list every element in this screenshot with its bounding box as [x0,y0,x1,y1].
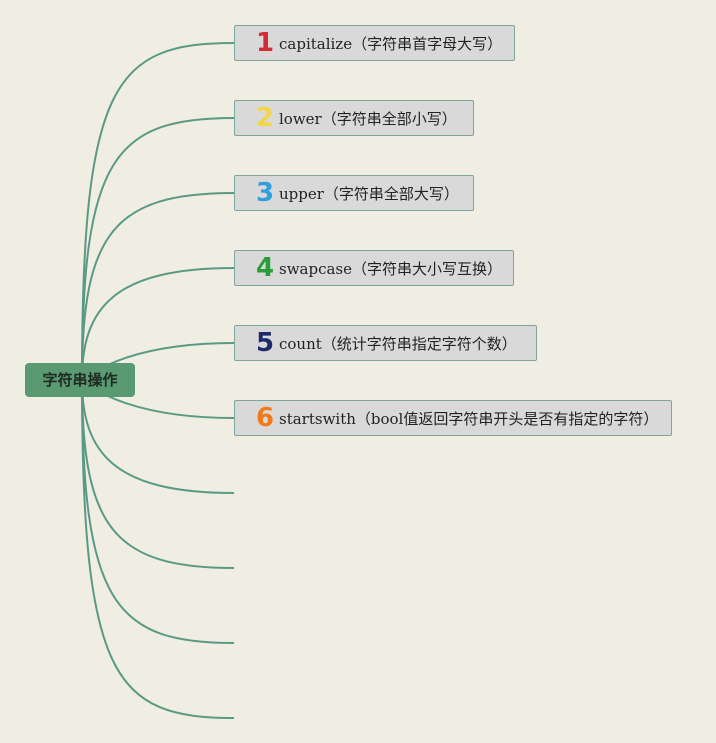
number-badge-5: 5 [255,328,275,358]
number-badge-2: 2 [255,103,275,133]
number-badge-1: 1 [255,28,275,58]
topic-node-6[interactable]: 6 startswith（bool值返回字符串开头是否有指定的字符） [234,400,672,436]
topic-label-1: capitalize（字符串首字母大写） [279,34,503,53]
topic-label-3: upper（字符串全部大写） [279,184,459,203]
number-badge-6: 6 [255,403,275,433]
topic-label-2: lower（字符串全部小写） [279,109,457,128]
connector-line-2 [81,117,235,381]
connector-line-3 [81,192,235,381]
connector-line-1 [81,42,235,381]
connector-line-7 [81,379,235,494]
topic-node-4[interactable]: 4 swapcase（字符串大小写互换） [234,250,514,286]
connector-line-10 [81,379,235,719]
topic-label-5: count（统计字符串指定字符个数） [279,334,517,353]
topic-node-2[interactable]: 2 lower（字符串全部小写） [234,100,474,136]
root-node[interactable]: 字符串操作 [25,363,135,397]
topic-label-6: startswith（bool值返回字符串开头是否有指定的字符） [279,409,659,428]
number-badge-4: 4 [255,253,275,283]
topic-node-5[interactable]: 5 count（统计字符串指定字符个数） [234,325,537,361]
connector-line-4 [81,267,235,381]
topic-label-4: swapcase（字符串大小写互换） [279,259,503,278]
connector-line-9 [81,379,235,644]
connector-line-8 [81,379,235,569]
number-badge-3: 3 [255,178,275,208]
topic-node-3[interactable]: 3 upper（字符串全部大写） [234,175,474,211]
topic-node-1[interactable]: 1 capitalize（字符串首字母大写） [234,25,515,61]
